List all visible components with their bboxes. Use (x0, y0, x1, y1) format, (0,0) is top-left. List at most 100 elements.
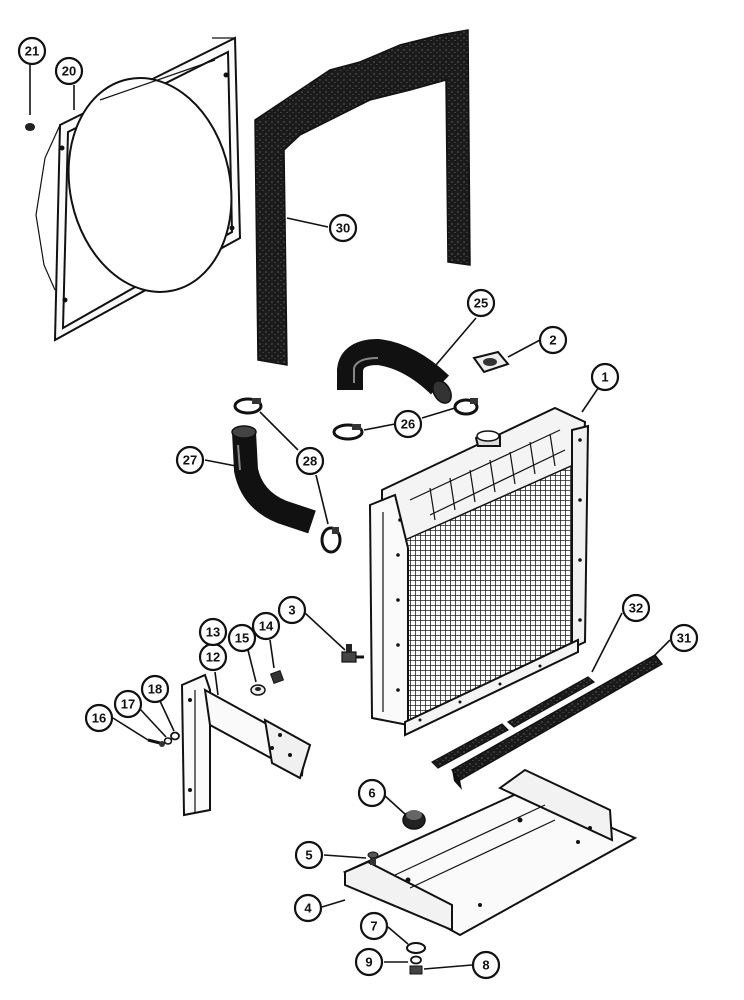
callout-1: 1 (590, 362, 620, 392)
leader-27 (204, 459, 237, 467)
svg-text:28: 28 (303, 454, 317, 469)
svg-text:18: 18 (148, 682, 162, 697)
fan-shroud (35, 36, 242, 342)
leader-26a (363, 423, 396, 431)
leader-4 (321, 899, 346, 908)
callout-7: 7 (359, 911, 389, 941)
svg-text:26: 26 (401, 417, 415, 432)
hose-clamp-upper (453, 398, 479, 416)
svg-text:2: 2 (549, 333, 556, 348)
grommet (402, 810, 426, 830)
callout-14: 14 (251, 611, 281, 641)
leader-7 (387, 926, 409, 945)
foam-seal (254, 29, 471, 366)
svg-text:12: 12 (206, 650, 220, 665)
lock-washer-17 (163, 737, 173, 745)
leader-18 (159, 700, 175, 732)
svg-text:13: 13 (206, 625, 220, 640)
svg-text:20: 20 (62, 64, 76, 79)
svg-text:16: 16 (92, 711, 106, 726)
svg-text:6: 6 (368, 786, 375, 801)
leader-25 (429, 317, 477, 373)
svg-text:21: 21 (25, 44, 39, 59)
callout-21: 21 (17, 36, 47, 66)
callout-31: 31 (669, 623, 699, 653)
upper-hose (337, 338, 452, 404)
leader-3 (304, 612, 346, 651)
hose-clamp-bottom-left (320, 526, 342, 554)
leader-17 (139, 708, 167, 738)
svg-text:17: 17 (121, 697, 135, 712)
lock-washer-9 (410, 955, 422, 965)
hose-clamp-middle (332, 423, 364, 441)
callout-32: 32 (621, 593, 651, 623)
svg-text:8: 8 (482, 958, 489, 973)
bolt-16 (147, 738, 165, 747)
radiator-cap (472, 350, 510, 374)
leader-14 (269, 639, 275, 669)
washer-7 (406, 942, 426, 954)
svg-text:9: 9 (365, 955, 372, 970)
callout-6: 6 (357, 778, 387, 808)
svg-text:5: 5 (305, 848, 312, 863)
svg-text:3: 3 (288, 603, 295, 618)
support-bracket (180, 673, 312, 817)
callout-26: 26 (393, 409, 423, 439)
leader-30 (286, 217, 329, 228)
callout-30: 30 (328, 213, 358, 243)
drain-valve (341, 644, 364, 663)
leader-2 (507, 339, 541, 358)
mounting-plate (342, 768, 638, 937)
svg-text:4: 4 (304, 901, 312, 916)
callout-25: 25 (466, 288, 496, 318)
nut-8 (409, 965, 423, 975)
leader-12 (214, 671, 219, 696)
leader-lines (29, 65, 671, 970)
callout-15: 15 (227, 623, 257, 653)
leader-31 (647, 639, 671, 663)
shroud-screw (25, 123, 35, 131)
leader-26b (421, 407, 456, 419)
callout-2: 2 (538, 325, 568, 355)
callout-27: 27 (175, 445, 205, 475)
leader-32 (591, 612, 623, 673)
plug-fitting (269, 669, 285, 685)
radiator (368, 406, 590, 737)
svg-text:14: 14 (259, 619, 274, 634)
leader-5 (323, 854, 367, 859)
callout-13: 13 (198, 617, 228, 647)
leader-28b (315, 474, 329, 525)
callout-28: 28 (295, 446, 325, 476)
callout-8: 8 (471, 950, 501, 980)
svg-text:30: 30 (336, 221, 350, 236)
seal-strip-32 (431, 676, 596, 769)
svg-text:31: 31 (677, 631, 691, 646)
svg-text:27: 27 (183, 453, 197, 468)
seal-strip-31 (450, 654, 664, 790)
svg-text:7: 7 (370, 919, 377, 934)
washer-18 (170, 731, 180, 741)
leader-15 (247, 649, 257, 683)
leader-28a (259, 411, 299, 451)
callout-5: 5 (294, 840, 324, 870)
callout-4: 4 (293, 893, 323, 923)
lower-hose (231, 425, 316, 534)
callout-3: 3 (277, 595, 307, 625)
svg-text:15: 15 (235, 631, 249, 646)
bolt-5 (367, 851, 379, 865)
callout-17: 17 (113, 689, 143, 719)
svg-text:1: 1 (601, 370, 608, 385)
hose-clamp-top-left (233, 397, 263, 415)
callout-12: 12 (198, 642, 228, 672)
bushing (250, 684, 266, 696)
leader-8 (423, 964, 473, 970)
svg-text:32: 32 (629, 601, 643, 616)
callout-16: 16 (84, 703, 114, 733)
leader-6 (383, 794, 407, 816)
callout-20: 20 (54, 56, 84, 86)
callout-18: 18 (140, 674, 170, 704)
leader-16 (112, 717, 149, 741)
callout-9: 9 (354, 947, 384, 977)
svg-text:25: 25 (474, 296, 488, 311)
